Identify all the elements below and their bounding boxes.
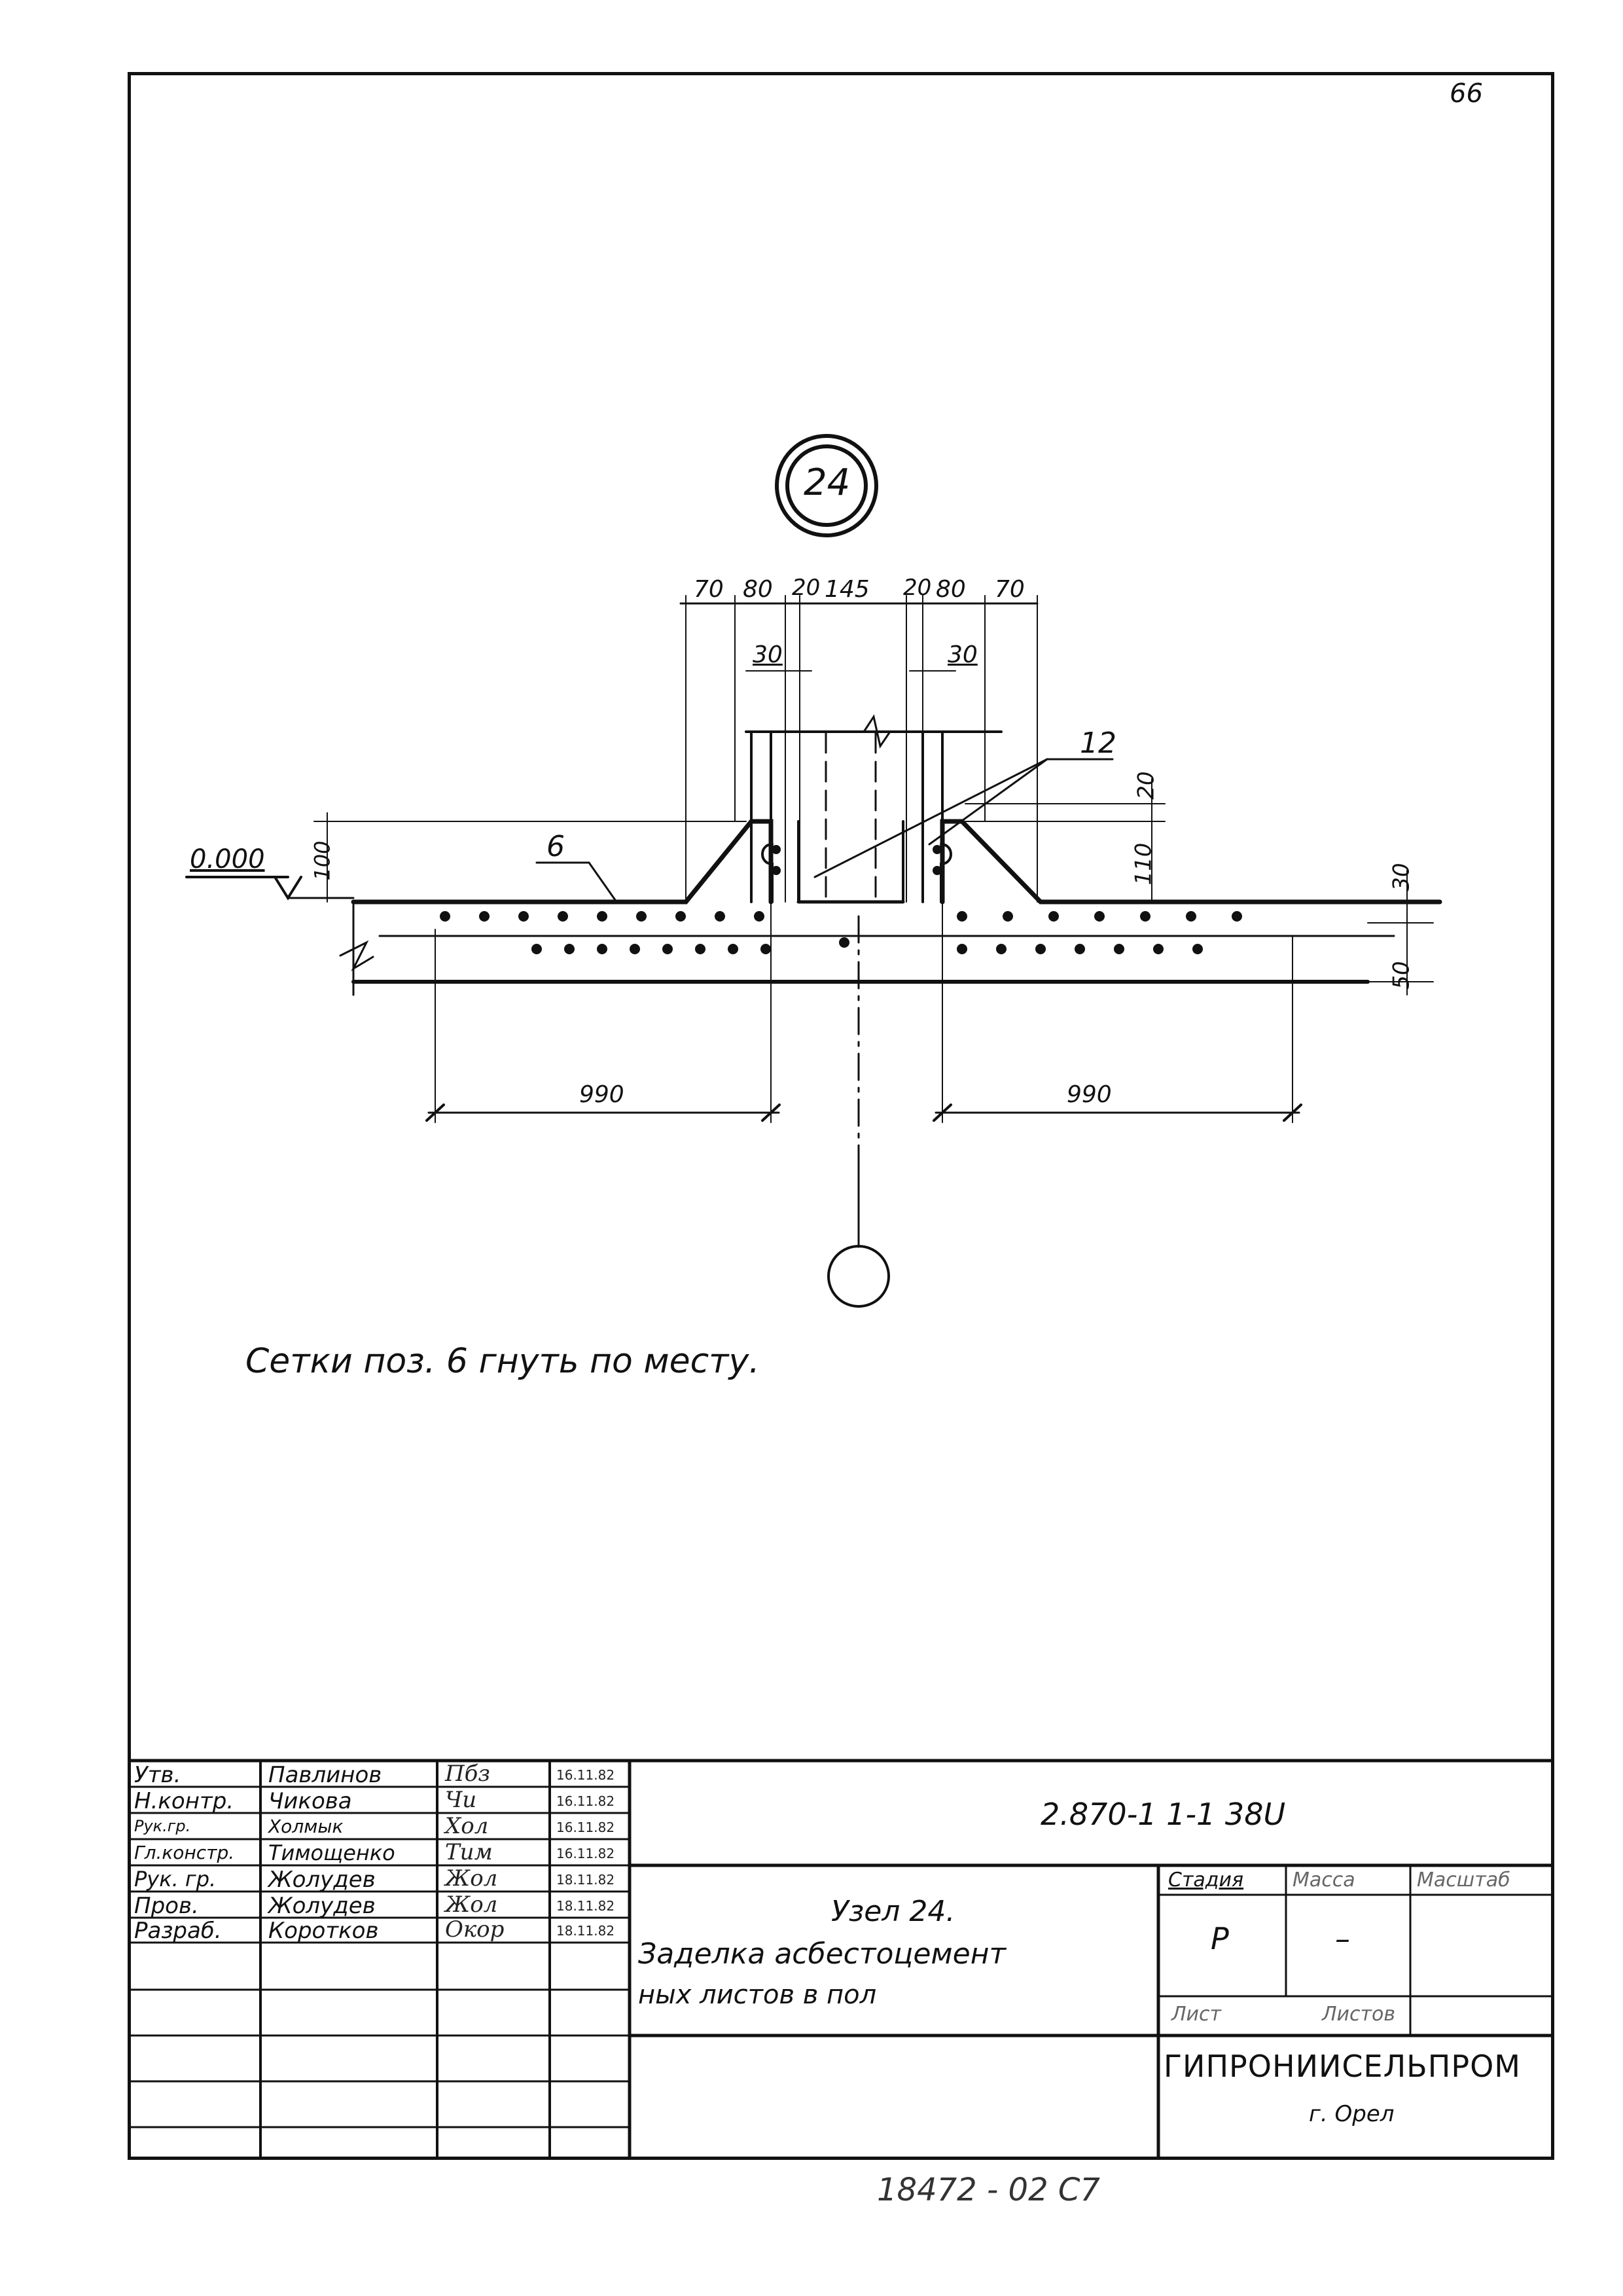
tb-row-2-name: Чикова [268,1788,352,1814]
drawing-note: Сетки поз. 6 гнуть по месту. [245,1342,760,1381]
rebar-row-1 [440,911,1242,922]
tb-row-5-role: Рук. гр. [134,1867,217,1892]
tb-row-3-role: Рук.гр. [134,1817,191,1835]
document-code: 2.870-1 1-1 38U [1041,1797,1286,1832]
dim-top-6: 80 [936,576,966,603]
rebar-row-2 [531,937,1203,954]
dim-top-2: 80 [743,576,773,603]
tb-row-4-role: Гл.констр. [134,1842,235,1863]
tb-row-2-role: Н.контр. [134,1788,234,1814]
title-line-1: Узел 24. [831,1895,955,1928]
tb-row-7-signature: Окор [445,1916,505,1943]
dim-bottom-right: 990 [1067,1081,1112,1108]
tb-row-7-name: Коротков [268,1918,379,1944]
sheet-header: Лист [1171,2003,1222,2026]
dim-top-3: 20 [792,575,821,601]
stage-header: Стадия [1168,1869,1244,1892]
tb-row-6-date: 18.11.82 [556,1898,615,1914]
tb-row-5-signature: Жол [445,1865,498,1892]
sheets-header: Листов [1322,2003,1396,2026]
node-number: 24 [804,461,851,504]
title-line-3: ных листов в пол [638,1980,877,2010]
dim-bottom-left: 990 [579,1081,624,1108]
bottom-code: 18472 - 02 С7 [877,2172,1100,2208]
city: г. Орел [1309,2101,1395,2127]
tb-row-6-signature: Жол [445,1892,498,1918]
position-label-mesh: 6 [546,830,565,863]
tb-row-3-date: 16.11.82 [556,1820,615,1835]
tb-row-1-signature: Пбз [445,1761,490,1787]
dim-inner-left: 30 [753,641,783,668]
organization: ГИПРОНИИСЕЛЬПРОМ [1164,2049,1521,2084]
position-label-sheet: 12 [1080,726,1116,760]
dim-top-4: 145 [825,576,870,603]
node-circle-outer [775,434,878,537]
tb-row-7-role: Разраб. [134,1918,222,1944]
mass-value: – [1335,1921,1350,1956]
tb-row-6-name: Жолудев [268,1893,376,1919]
tb-row-2-signature: Чи [445,1787,477,1813]
dim-top-7: 70 [995,576,1025,603]
dim-inner-right: 30 [948,641,978,668]
tb-row-4-date: 16.11.82 [556,1846,615,1861]
page-number: 66 [1450,79,1483,109]
tb-row-1-name: Павлинов [268,1762,382,1788]
tb-row-6-role: Пров. [134,1893,199,1919]
dim-top-5: 20 [903,575,932,601]
mass-header: Масса [1293,1869,1355,1892]
sheet-frame [128,72,1554,2160]
tb-row-5-date: 18.11.82 [556,1872,615,1888]
scale-header: Масштаб [1417,1869,1510,1892]
tb-row-1-role: Утв. [134,1762,181,1788]
tb-row-1-date: 16.11.82 [556,1767,615,1783]
tb-row-4-signature: Тим [445,1839,493,1865]
tb-row-2-date: 16.11.82 [556,1793,615,1809]
level-mark: 0.000 [190,844,265,874]
node-circle-inner [785,444,868,527]
stage-value: Р [1211,1921,1229,1956]
tb-row-7-date: 18.11.82 [556,1923,615,1939]
axis-circle [827,1245,890,1308]
tb-row-3-signature: Хол [445,1813,489,1839]
tb-row-3-name: Холмык [268,1816,344,1837]
tb-row-5-name: Жолудев [268,1867,376,1893]
title-line-2: Заделка асбестоцемент [638,1937,1007,1971]
tb-row-4-name: Тимощенко [268,1840,395,1865]
dim-top-1: 70 [694,576,724,603]
